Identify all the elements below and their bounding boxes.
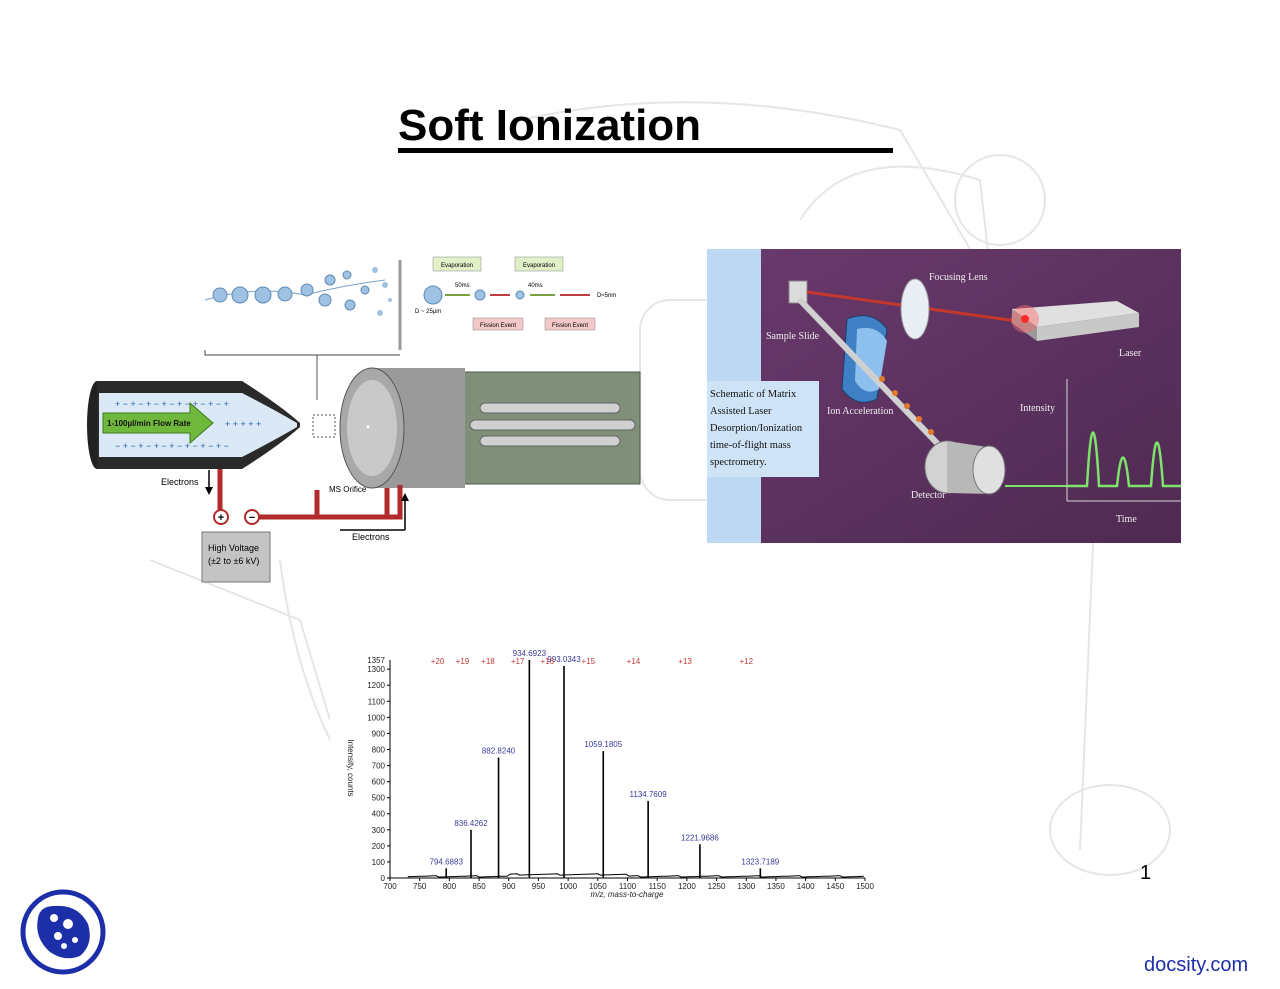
y-tick-label: 800: [372, 745, 386, 754]
peak-label: 794.6883: [430, 857, 464, 866]
svg-text:Fission Event: Fission Event: [552, 323, 588, 329]
y-tick-label: 100: [372, 858, 386, 867]
peak-label: 934.6923: [513, 649, 547, 658]
esi-diagram: Evaporation Evaporation 50ms 40ms D≈5nm …: [87, 256, 641, 583]
svg-text:1-100µl/min Flow Rate: 1-100µl/min Flow Rate: [107, 419, 191, 428]
x-tick-label: 900: [502, 882, 516, 891]
x-tick-label: 1000: [559, 882, 577, 891]
x-tick-label: 1450: [826, 882, 844, 891]
spectrum-baseline: [407, 873, 864, 878]
svg-text:Electrons: Electrons: [161, 477, 199, 487]
svg-text:spectrometry.: spectrometry.: [710, 457, 767, 468]
charge-state-label: +13: [678, 657, 692, 666]
svg-text:MS Orifice: MS Orifice: [329, 485, 367, 494]
x-tick-label: 1300: [737, 882, 755, 891]
x-tick-label: 700: [383, 882, 397, 891]
svg-text:D ~ 25µm: D ~ 25µm: [415, 309, 441, 315]
charge-state-label: +20: [431, 657, 445, 666]
y-tick-label: 1000: [367, 713, 385, 722]
svg-text:50ms: 50ms: [455, 283, 470, 289]
x-tick-label: 1200: [678, 882, 696, 891]
x-tick-label: 1400: [797, 882, 815, 891]
x-tick-label: 1250: [708, 882, 726, 891]
label-focusing-lens: Focusing Lens: [929, 272, 988, 283]
x-tick-label: 1350: [767, 882, 785, 891]
svg-text:time-of-flight mass: time-of-flight mass: [710, 440, 791, 451]
label-intensity: Intensity: [1020, 403, 1055, 414]
high-voltage-circuit: Electrons Electrons MS Orifice + − High …: [161, 469, 409, 583]
docsity-watermark: docsity.com: [1144, 954, 1249, 976]
svg-text:Desorption/Ionization: Desorption/Ionization: [710, 423, 803, 434]
label-detector: Detector: [911, 490, 946, 501]
y-axis-label: Intensity, counts: [346, 739, 355, 796]
evaporation-fission-inset: Evaporation Evaporation 50ms 40ms D≈5nm …: [415, 256, 616, 331]
label-ion-acceleration: Ion Acceleration: [827, 406, 893, 417]
peak-label: 882.8240: [482, 747, 516, 756]
peak-label: 836.4262: [454, 819, 488, 828]
peak-label: 1323.7189: [741, 857, 779, 866]
svg-text:−: −: [249, 512, 255, 524]
svg-text:Electrons: Electrons: [352, 532, 390, 542]
charge-state-label: +19: [456, 657, 470, 666]
x-tick-label: 1500: [856, 882, 874, 891]
y-tick-label: 200: [372, 842, 386, 851]
y-tick-label: 900: [372, 729, 386, 738]
y-tick-label: 300: [372, 826, 386, 835]
y-max-label: 1357: [367, 656, 385, 665]
ms-inlet: [339, 367, 641, 489]
svg-text:Schematic of Matrix: Schematic of Matrix: [710, 389, 797, 400]
y-tick-label: 500: [372, 794, 386, 803]
x-tick-label: 750: [413, 882, 427, 891]
svg-text:Evaporation: Evaporation: [441, 263, 473, 269]
svg-text:+ − + − + − + − + − + − + − +: + − + − + − + − + − + − + − +: [115, 399, 229, 409]
charge-state-label: +14: [627, 657, 641, 666]
svg-text:(±2 to ±6 kV): (±2 to ±6 kV): [208, 556, 259, 566]
x-tick-label: 800: [443, 882, 457, 891]
y-tick-label: 700: [372, 762, 386, 771]
charge-state-label: +15: [582, 657, 596, 666]
label-time: Time: [1116, 514, 1137, 525]
charge-state-label: +16: [541, 657, 555, 666]
y-tick-label: 600: [372, 778, 386, 787]
peak-label: 1134.7609: [630, 790, 668, 799]
x-axis-label: m/z, mass-to-charge: [591, 890, 664, 899]
svg-text:Evaporation: Evaporation: [523, 263, 555, 269]
x-tick-label: 1100: [619, 882, 637, 891]
svg-text:− + − + − + − + − + − + − + −: − + − + − + − + − + − + − + −: [115, 441, 229, 451]
svg-text:High Voltage: High Voltage: [208, 543, 259, 553]
peak-label: 993.0343: [547, 655, 581, 664]
x-tick-label: 1050: [589, 882, 607, 891]
svg-text:Fission Event: Fission Event: [480, 323, 516, 329]
charge-state-label: +18: [481, 657, 495, 666]
slide-title: Soft Ionization: [398, 101, 702, 150]
maldi-diagram: Schematic of Matrix Assisted Laser Desor…: [707, 249, 1181, 543]
maldi-caption: Schematic of Matrix Assisted Laser Desor…: [710, 389, 803, 468]
y-tick-label: 0: [381, 874, 386, 883]
svg-text:40ms: 40ms: [528, 283, 543, 289]
y-tick-label: 400: [372, 810, 386, 819]
docsity-logo: [20, 889, 106, 975]
spray-needle: 1-100µl/min Flow Rate + − + − + − + − + …: [87, 381, 336, 469]
spray-plume: [204, 260, 402, 400]
y-tick-label: 1300: [367, 665, 385, 674]
label-laser: Laser: [1119, 348, 1142, 359]
charge-state-label: +12: [739, 657, 753, 666]
title-underline: [398, 148, 893, 153]
x-tick-label: 1150: [649, 882, 667, 891]
mass-spectrum-chart: Intensity, counts m/z, mass-to-charge 70…: [330, 598, 905, 903]
charge-state-label: +17: [511, 657, 525, 666]
svg-text:+ + + + +: + + + + +: [225, 419, 261, 429]
label-sample-slide: Sample Slide: [766, 331, 820, 342]
x-tick-label: 950: [532, 882, 546, 891]
svg-text:+: +: [218, 512, 224, 524]
y-tick-label: 1200: [367, 681, 385, 690]
page-number: 1: [1140, 862, 1152, 884]
x-tick-label: 850: [472, 882, 486, 891]
peak-label: 1221.9686: [681, 833, 719, 842]
y-tick-label: 1100: [368, 697, 386, 706]
svg-text:Assisted Laser: Assisted Laser: [710, 406, 772, 417]
svg-text:D≈5nm: D≈5nm: [597, 293, 616, 299]
peak-label: 1059.1805: [584, 740, 622, 749]
